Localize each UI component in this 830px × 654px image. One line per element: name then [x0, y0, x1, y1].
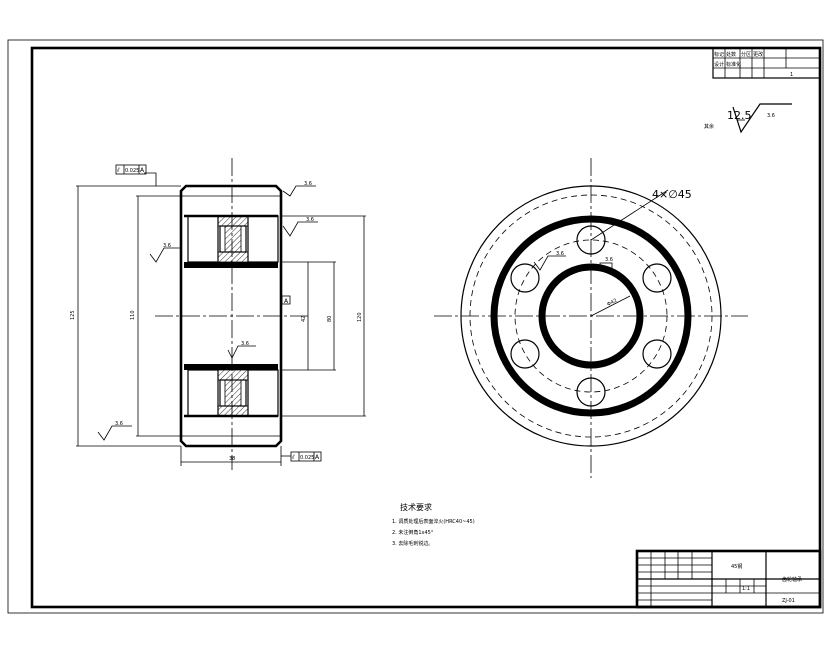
hole-pattern-label: 4×∅45	[652, 188, 692, 201]
outer-border	[7, 39, 824, 614]
web-hole	[510, 263, 540, 293]
rev-cell: 设计	[714, 61, 724, 68]
rev-cell: 分区	[741, 51, 751, 58]
addendum-circle	[469, 194, 713, 438]
tech-notes: 技术要求 1. 调质处理后表面淬火(HRC40~45) 2. 未注倒角1x45°…	[392, 502, 475, 547]
flatness-value: 0.025	[125, 168, 139, 174]
roughness-callout: 3.6	[282, 217, 318, 237]
roughness-callout: 3.6	[227, 341, 256, 359]
keyway	[599, 262, 613, 272]
rev-cell: 标准化	[726, 61, 741, 68]
web-hole	[642, 263, 672, 293]
svg-text:⫽: ⫽	[291, 454, 295, 461]
inner-frame	[30, 46, 822, 609]
tech-note-item: 3. 去除毛刺锐边。	[392, 540, 433, 547]
roughness-callout: 3.6	[282, 181, 316, 197]
web-hole	[576, 377, 606, 407]
dim-web: 120	[357, 312, 363, 322]
svg-text:3.6: 3.6	[304, 181, 312, 187]
rev-cell: 更改	[753, 51, 763, 58]
outer-circle	[460, 185, 722, 447]
dim-rim: 110	[130, 310, 136, 320]
rev-cell: 1	[790, 72, 793, 78]
dim-hub: 80	[327, 316, 333, 322]
web-hole	[510, 339, 540, 369]
svg-text:3.6: 3.6	[115, 421, 123, 427]
scale-cell: 1:1	[742, 586, 750, 592]
web-hole	[576, 225, 606, 255]
bore-dim: Φ42	[606, 298, 618, 308]
hole-roughness: 3.6	[556, 251, 564, 257]
tech-note-item: 1. 调质处理后表面淬火(HRC40~45)	[392, 518, 475, 525]
dim-bore: 42	[301, 316, 307, 322]
dim-width: 38	[229, 456, 235, 462]
flatness-frame-bottom: ⫽ 0.025 A	[290, 451, 322, 462]
datum-label: A	[284, 298, 289, 305]
svg-text:3.6: 3.6	[306, 217, 314, 223]
svg-text:⫽: ⫽	[116, 167, 120, 174]
svg-text:3.6: 3.6	[163, 243, 171, 249]
gear-rim-outline	[179, 184, 283, 448]
front-view: 4×∅45 3.6 Φ42 3.6	[434, 158, 748, 478]
roughness-callout: 3.6	[149, 243, 182, 263]
hub-circle	[538, 263, 644, 369]
rev-cell: 标记	[714, 51, 724, 58]
flatness-ref: A	[140, 167, 145, 174]
datum-box	[281, 295, 291, 305]
hub-bore-bottom	[184, 364, 278, 370]
section-view: 125 110 42 80 120 A 38 ⫽ 0.025 A	[70, 158, 366, 470]
general-roughness-symbol: 12.5 3.6 其余	[704, 103, 792, 134]
keyway-label: 3.6	[605, 257, 613, 263]
dim-outer: 125	[70, 310, 76, 320]
upper-hole-hatch-right	[217, 251, 249, 263]
hub-bore-top	[184, 262, 278, 268]
root-circle	[490, 215, 692, 417]
pitch-circle-holes	[514, 239, 668, 393]
flatness-frame-top: ⫽ 0.025 A	[115, 164, 147, 175]
roughness-tag: 3.6	[767, 113, 775, 119]
material-cell: 45钢	[731, 563, 742, 570]
roughness-callout: 3.6	[97, 421, 132, 441]
tech-note-item: 2. 未注倒角1x45°	[392, 529, 434, 536]
tech-notes-title: 技术要求	[400, 502, 432, 512]
drawing-number-cell: ZJ-01	[782, 598, 795, 604]
part-name-cell: 齿轮轴承	[782, 576, 802, 583]
title-block: 45钢 齿轮轴承 ZJ-01 1:1	[635, 549, 822, 609]
rev-cell: 处数	[726, 51, 736, 58]
roughness-value: 12.5	[727, 109, 752, 122]
svg-text:3.6: 3.6	[241, 341, 249, 347]
roughness-prefix: 其余	[704, 123, 714, 130]
flatness-value: 0.025	[300, 455, 314, 461]
upper-hole-hatch-left	[217, 215, 249, 227]
flatness-ref: A	[315, 454, 320, 461]
web-hole	[642, 339, 672, 369]
revision-block: 标记 处数 分区 更改 设计 标准化 1	[712, 47, 821, 79]
